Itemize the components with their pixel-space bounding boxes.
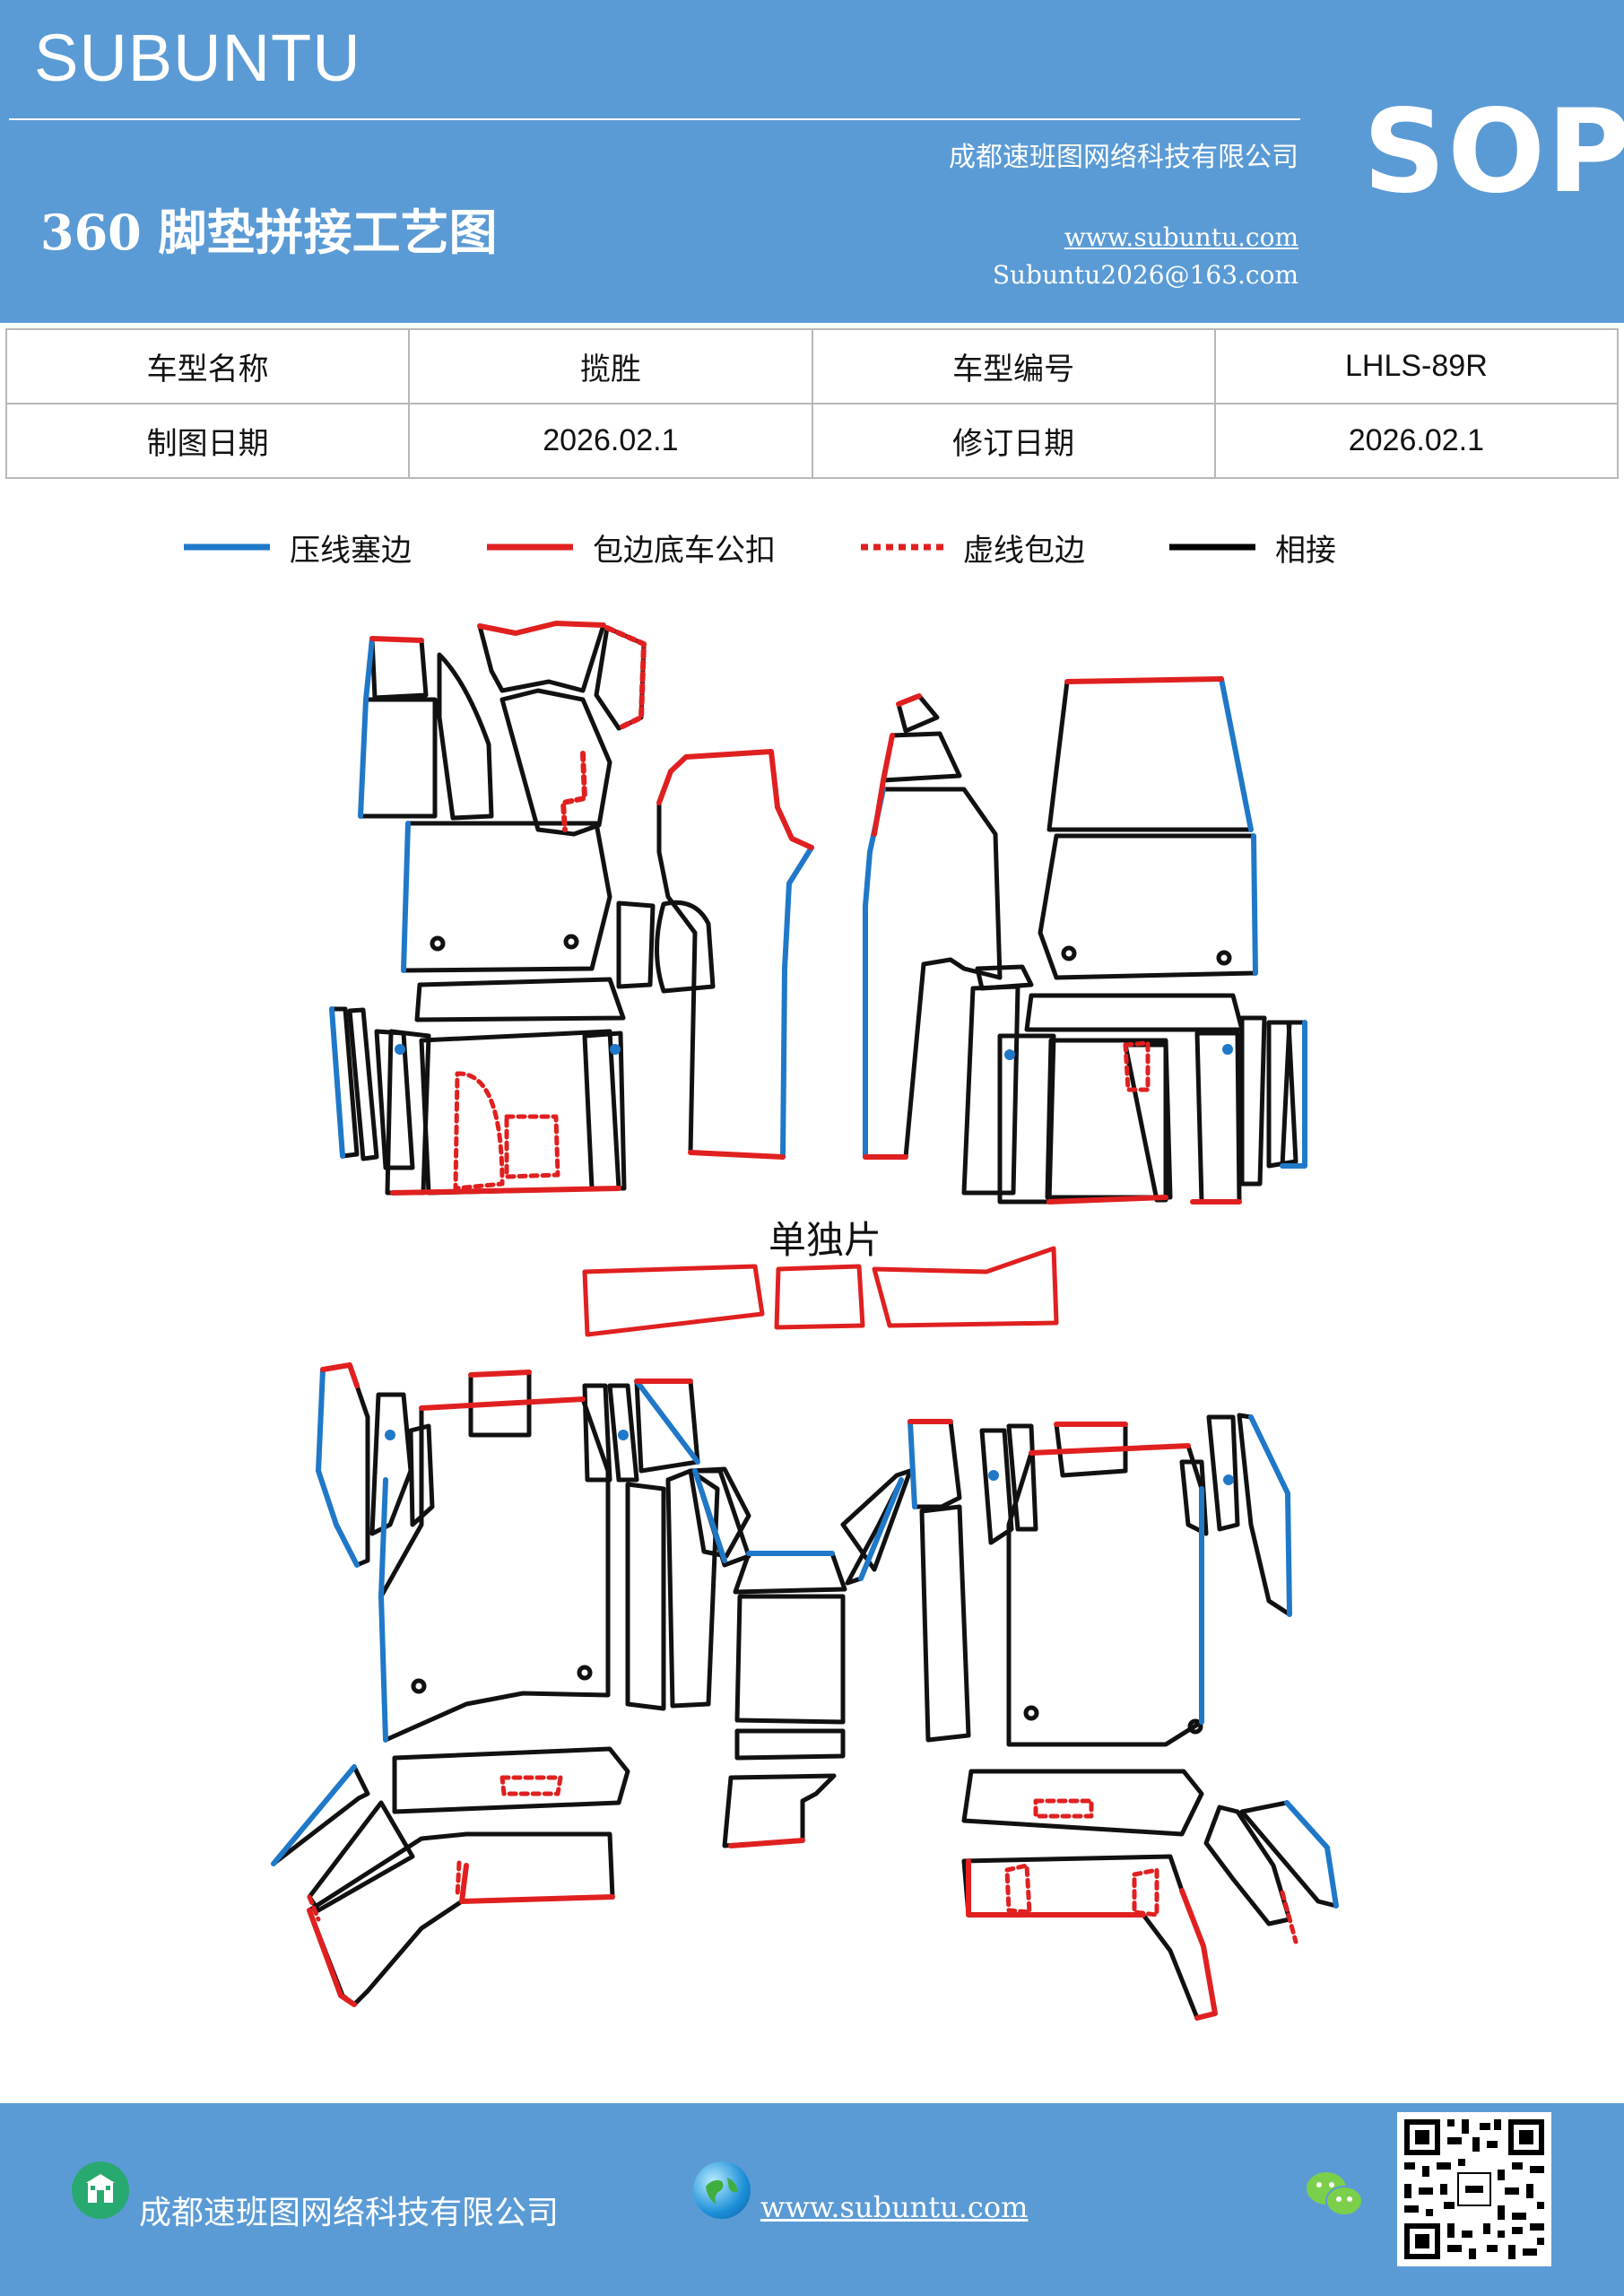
legend-label: 压线塞边 <box>290 532 412 569</box>
qr-code[interactable] <box>1397 2112 1551 2266</box>
wechat-icon-glyph <box>1307 2172 1363 2216</box>
legend-swatch-red <box>487 544 573 551</box>
model-name-label: 车型名称 <box>4 328 411 404</box>
header-website-link[interactable]: www.subuntu.com <box>1064 222 1298 252</box>
globe-icon <box>693 2161 751 2219</box>
clip-markers <box>385 1044 1234 1485</box>
draw-date-value: 2026.02.1 <box>408 403 813 479</box>
model-name-value: 揽胜 <box>408 328 813 404</box>
table-row: 车型名称 揽胜 车型编号 LHLS-89R <box>4 328 1620 404</box>
vehicle-info-table: 车型名称 揽胜 车型编号 LHLS-89R 制图日期 2026.02.1 修订日… <box>4 328 1620 479</box>
table-row: 制图日期 2026.02.1 修订日期 2026.02.1 <box>4 403 1620 479</box>
footer-company-name: 成都速班图网络科技有限公司 <box>139 2195 560 2231</box>
single-piece-label: 单独片 <box>769 1218 881 1262</box>
legend-swatch-blue <box>184 544 270 551</box>
header-banner: SUBUNTU 成都速班图网络科技有限公司 360 脚垫拼接工艺图 www.su… <box>0 0 1624 323</box>
legend-label: 相接 <box>1275 532 1336 569</box>
building-icon-glyph <box>86 2174 115 2203</box>
legend-swatch-red-dotted <box>861 544 943 551</box>
floor-mat-diagram: 单独片 <box>271 621 1339 2021</box>
legend-item: 相接 <box>1169 520 1336 574</box>
line-legend: 压线塞边 包边底车公扣 虚线包边 相接 <box>0 520 1624 574</box>
revise-date-value: 2026.02.1 <box>1213 403 1620 479</box>
header-company-name: 成都速班图网络科技有限公司 <box>949 142 1298 173</box>
model-code-value: LHLS-89R <box>1213 328 1620 404</box>
legend-item: 包边底车公扣 <box>487 520 776 574</box>
header-divider <box>9 118 1300 120</box>
page-title: 360 脚垫拼接工艺图 <box>40 204 498 261</box>
brand-logo-text: SUBUNTU <box>34 21 361 95</box>
single-pieces <box>582 1246 1059 1337</box>
globe-icon-glyph <box>706 2178 738 2205</box>
mat-driver-side-strip <box>656 749 814 1160</box>
sop-badge: SOP <box>1363 85 1624 219</box>
building-icon <box>72 2161 129 2219</box>
legend-item: 压线塞边 <box>184 520 412 574</box>
legend-label: 虚线包边 <box>963 532 1085 569</box>
legend-swatch-black <box>1169 544 1255 551</box>
header-email: Subuntu2026@163.com <box>992 260 1298 290</box>
mat-rear-left <box>271 1362 751 2007</box>
draw-date-label: 制图日期 <box>4 403 411 479</box>
mat-front-right <box>863 676 1307 1205</box>
revise-date-label: 修订日期 <box>811 403 1216 479</box>
qr-code-glyph <box>1404 2119 1544 2259</box>
legend-item: 虚线包边 <box>861 520 1085 574</box>
mat-center-tunnel <box>688 1466 904 1848</box>
model-code-label: 车型编号 <box>811 328 1216 404</box>
legend-label: 包边底车公扣 <box>593 532 776 569</box>
footer-website-link[interactable]: www.subuntu.com <box>760 2190 1029 2224</box>
wechat-icon[interactable] <box>1305 2169 1364 2221</box>
mat-front-left <box>329 621 716 1196</box>
